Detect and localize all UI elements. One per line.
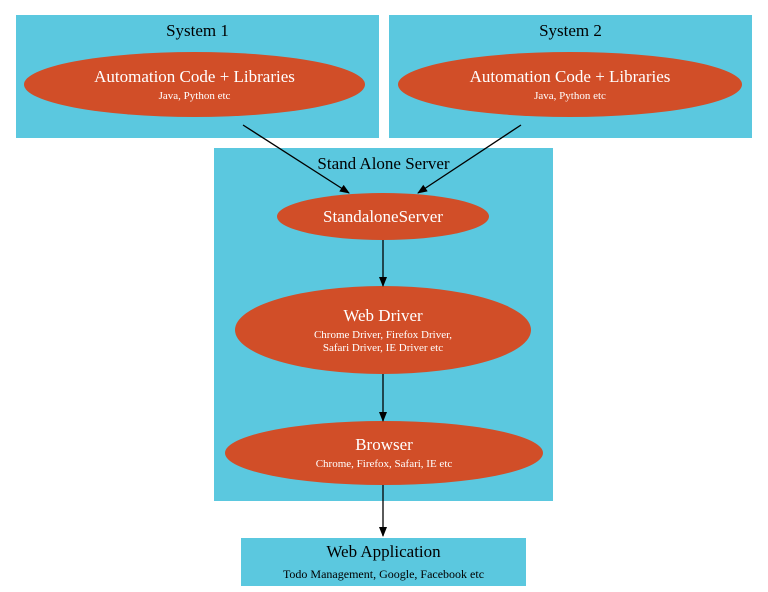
web-driver-subtitle-line1: Chrome Driver, Firefox Driver, [313, 328, 453, 341]
system1-title: System 1 [166, 21, 229, 40]
system2-node-title: Automation Code + Libraries [469, 66, 671, 86]
standalone-server-node-title: StandaloneServer [323, 206, 443, 226]
system2-automation-node: Automation Code + Libraries Java, Python… [398, 52, 742, 117]
web-application-box: Web Application Todo Management, Google,… [241, 538, 526, 586]
system1-node-subtitle: Java, Python etc [158, 89, 231, 102]
web-driver-subtitle-line2: Safari Driver, IE Driver etc [322, 341, 444, 354]
browser-node: Browser Chrome, Firefox, Safari, IE etc [225, 421, 543, 485]
standalone-server-cluster: Stand Alone Server StandaloneServer Web … [214, 148, 553, 501]
system1-node-title: Automation Code + Libraries [94, 66, 295, 86]
system1-automation-node: Automation Code + Libraries Java, Python… [24, 52, 365, 117]
web-application-subtitle: Todo Management, Google, Facebook etc [282, 567, 485, 581]
system2-cluster: System 2 Automation Code + Libraries Jav… [389, 15, 752, 138]
system2-node-subtitle: Java, Python etc [534, 89, 606, 102]
standalone-server-node: StandaloneServer [277, 193, 489, 240]
standalone-server-title: Stand Alone Server [317, 154, 450, 173]
web-driver-title: Web Driver [343, 305, 423, 325]
system1-cluster: System 1 Automation Code + Libraries Jav… [16, 15, 379, 138]
browser-subtitle: Chrome, Firefox, Safari, IE etc [315, 458, 453, 470]
system2-title: System 2 [539, 21, 602, 40]
browser-title: Browser [355, 435, 413, 454]
web-driver-node: Web Driver Chrome Driver, Firefox Driver… [235, 286, 531, 374]
web-application-title: Web Application [326, 542, 441, 561]
